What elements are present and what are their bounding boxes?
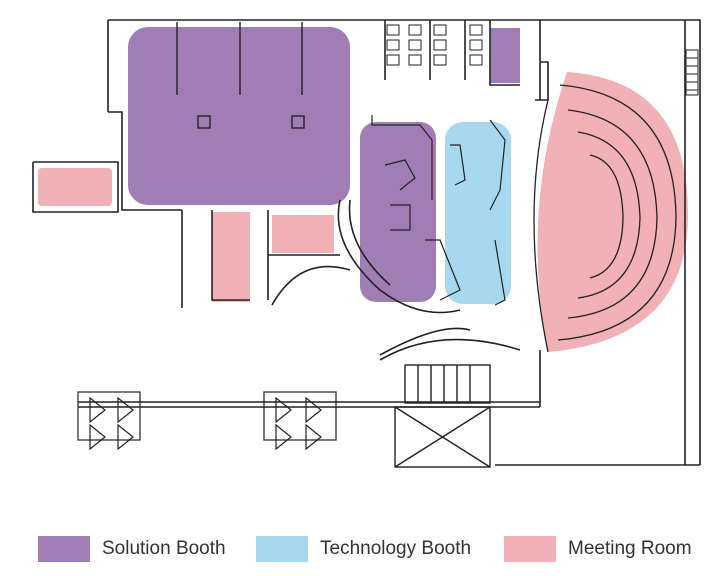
auditorium-seats <box>533 84 677 353</box>
meeting-room-south-b[interactable] <box>272 215 334 253</box>
legend-item-solution-booth: Solution Booth <box>38 534 226 564</box>
restroom-stalls <box>386 24 483 66</box>
legend-label-meeting-room: Meeting Room <box>568 538 692 559</box>
booth-outlines <box>371 115 506 306</box>
exterior-stair <box>685 49 699 96</box>
legend-swatch-meeting-room <box>504 536 556 562</box>
legend-item-technology-booth: Technology Booth <box>256 534 471 564</box>
columns <box>176 22 305 129</box>
meeting-room-west[interactable] <box>38 168 112 206</box>
legend-label-solution-booth: Solution Booth <box>102 538 226 559</box>
curved-partitions <box>271 199 521 361</box>
meeting-room-auditorium[interactable] <box>537 72 689 352</box>
meeting-room-south-a[interactable] <box>212 212 250 302</box>
solution-booth-large[interactable] <box>128 27 350 205</box>
technology-booth[interactable] <box>445 122 511 304</box>
legend-item-meeting-room: Meeting Room <box>504 534 692 564</box>
floor-plan <box>32 19 701 468</box>
walls <box>32 19 701 466</box>
legend-swatch-technology-booth <box>256 536 308 562</box>
solution-booth-center[interactable] <box>360 122 436 302</box>
legend-swatch-solution-booth <box>38 536 90 562</box>
solution-booth-small[interactable] <box>490 28 520 83</box>
stair-elevator <box>394 364 491 468</box>
zones <box>38 27 689 352</box>
legend: Solution Booth Technology Booth Meeting … <box>0 534 722 568</box>
entrance-doors <box>77 391 337 451</box>
legend-label-technology-booth: Technology Booth <box>320 538 472 559</box>
